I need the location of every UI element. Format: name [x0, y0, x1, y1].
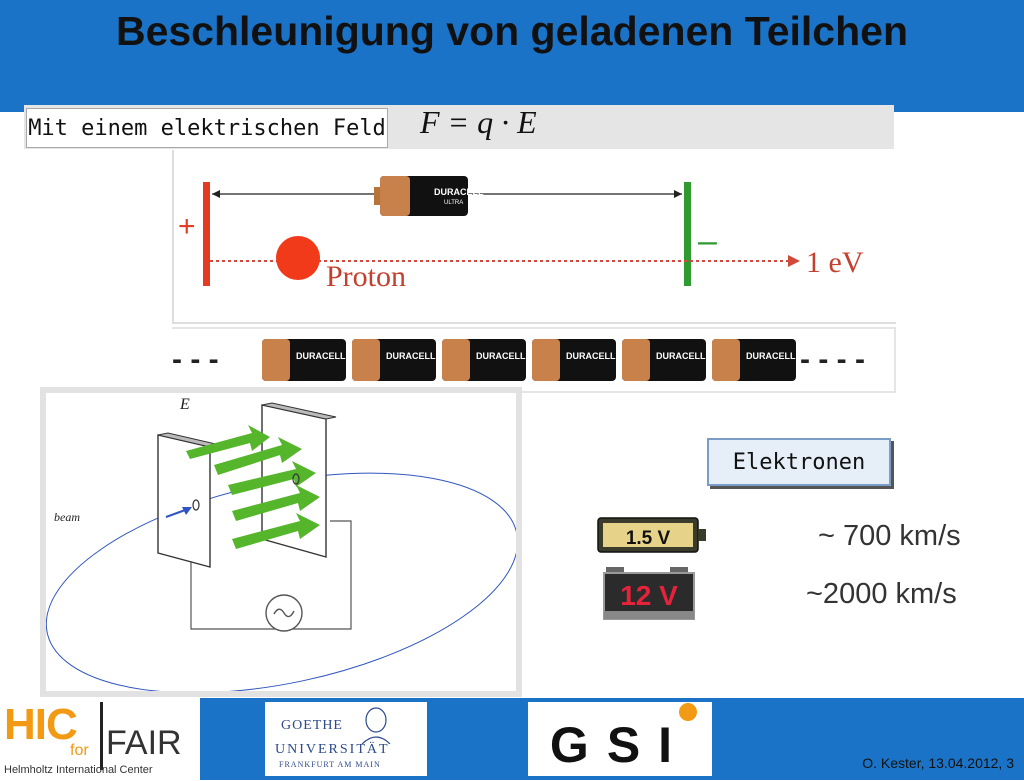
force-formula: F = q · E: [420, 104, 537, 140]
plus-sign: +: [178, 210, 196, 243]
slide-title: Beschleunigung von geladenen Teilchen: [115, 8, 909, 54]
accelerator-sketch-panel: E beam: [40, 387, 522, 697]
proton-field-diagram: + – DURACELL ULTRA Proton 1 eV: [178, 176, 864, 293]
speed-12v: ~2000 km/s: [806, 578, 957, 610]
rf-circuit: [190, 520, 352, 630]
battery-row: DURACELL DURACELL DURACELL DURACELL DURACELL…: [262, 339, 796, 381]
battery-1-5v-icon: 1.5 V: [597, 517, 706, 553]
battery-12v-label: 12 V: [620, 580, 678, 611]
dashes-right: - - - -: [800, 343, 865, 376]
battery-12v-icon: 12 V: [603, 567, 695, 620]
sine-wave-icon: [273, 608, 295, 618]
row-battery: DURACELL: [622, 339, 706, 381]
dashes-left: - - -: [172, 343, 219, 376]
svg-text:DURACELL: DURACELL: [746, 351, 796, 361]
title-bar: [0, 0, 1024, 112]
author-date-page: O. Kester, 13.04.2012, 3: [862, 755, 1014, 771]
proton-path-arrowhead: [788, 255, 800, 267]
svg-text:DURACELL: DURACELL: [566, 351, 616, 361]
positive-plate: [203, 182, 210, 286]
proton-particle: [276, 236, 320, 280]
minus-sign: –: [698, 222, 717, 260]
row-battery: DURACELL: [532, 339, 616, 381]
goethe-portrait-icon: [361, 707, 391, 744]
row-battery: DURACELL: [262, 339, 346, 381]
speed-1-5v: ~ 700 km/s: [818, 520, 961, 552]
svg-text:DURACELL: DURACELL: [656, 351, 706, 361]
gsi-logo: GSI: [528, 702, 712, 776]
svg-text:GSI: GSI: [550, 717, 690, 773]
distance-arrowhead-left: [212, 190, 220, 198]
svg-text:DURACELL: DURACELL: [386, 351, 436, 361]
electrons-label: Elektronen: [707, 438, 891, 486]
subtitle-label: Mit einem elektrischen Feld: [26, 108, 388, 148]
row-battery: DURACELL: [442, 339, 526, 381]
battery-1-5v-label: 1.5 V: [626, 528, 671, 549]
distance-arrowhead-right: [674, 190, 682, 198]
hic-for-fair-logo: HIC for FAIR Helmholtz International Cen…: [0, 698, 200, 780]
gsi-logo-graphic: GSI: [550, 703, 697, 773]
proton-label: Proton: [326, 260, 406, 293]
svg-text:ULTRA: ULTRA: [444, 200, 463, 206]
row-battery: DURACELL: [712, 339, 796, 381]
negative-plate: [684, 182, 691, 286]
svg-text:DURACELL: DURACELL: [476, 351, 526, 361]
beam-label: beam: [54, 510, 80, 524]
field-arrows: [186, 425, 320, 549]
field-label: E: [179, 396, 190, 413]
svg-text:DURACELL: DURACELL: [434, 187, 484, 197]
proton-field-panel: + – DURACELL ULTRA Proton 1 eV: [172, 150, 896, 324]
battery: DURACELL ULTRA: [374, 176, 484, 216]
energy-label: 1 eV: [806, 246, 864, 279]
battery-icons: 1.5 V 12 V: [597, 517, 706, 620]
goethe-university-logo: GOETHE UNIVERSITÄT FRANKFURT AM MAIN: [265, 702, 427, 776]
svg-text:DURACELL: DURACELL: [296, 351, 346, 361]
accelerator-sketch: E beam: [45, 396, 519, 694]
row-battery: DURACELL: [352, 339, 436, 381]
